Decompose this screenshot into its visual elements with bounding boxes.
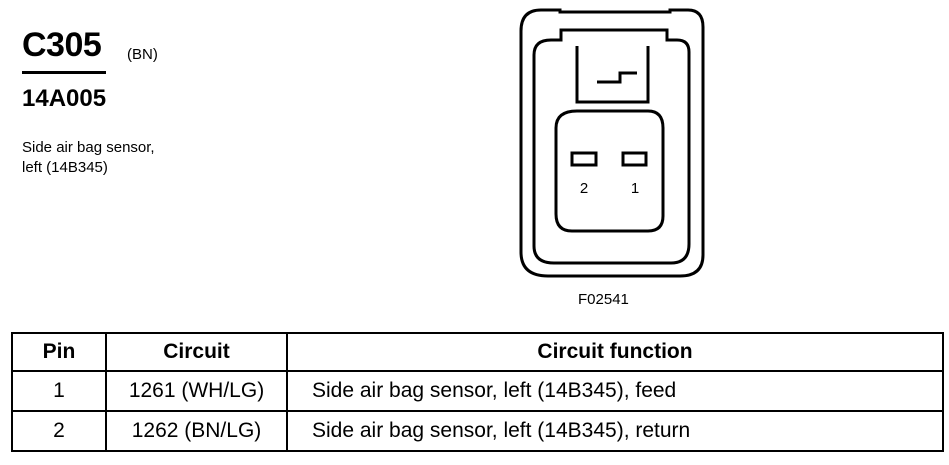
description-line-2: left (14B345) <box>22 159 108 176</box>
header-pin: Pin <box>11 332 107 372</box>
cell-circuit: 1262 (BN/LG) <box>105 410 288 452</box>
description-line-1: Side air bag sensor, <box>22 139 155 156</box>
locking-tab <box>575 46 650 104</box>
cell-circuit: 1261 (WH/LG) <box>105 370 288 412</box>
terminal-body <box>554 109 665 233</box>
cell-pin: 2 <box>11 410 107 452</box>
cell-circuit-function: Side air bag sensor, left (14B345), feed <box>286 370 944 412</box>
cell-pin: 1 <box>11 370 107 412</box>
part-number: 14A005 <box>22 85 107 112</box>
table-row: 2 1262 (BN/LG) Side air bag sensor, left… <box>11 410 944 452</box>
connector-description: Side air bag sensor, left (14B345) <box>22 138 222 178</box>
header-circuit-function: Circuit function <box>286 332 944 372</box>
pin-cavity-1 <box>621 151 648 167</box>
table-header-row: Pin Circuit Circuit function <box>11 332 944 372</box>
pin-label-2: 2 <box>580 180 588 197</box>
connector-color-code: (BN) <box>127 46 158 63</box>
connector-face-diagram: 2 1 <box>519 8 705 278</box>
header-circuit: Circuit <box>105 332 288 372</box>
connector-id: C305 <box>22 26 102 64</box>
pinout-table: Pin Circuit Circuit function 1 1261 (WH/… <box>11 332 944 452</box>
pin-label-1: 1 <box>631 180 639 197</box>
pin-cavity-2 <box>570 151 598 167</box>
connector-outer-housing <box>519 8 705 278</box>
locking-tab-window <box>597 71 637 84</box>
figure-reference: F02541 <box>578 291 629 308</box>
title-underline <box>22 71 106 74</box>
table-row: 1 1261 (WH/LG) Side air bag sensor, left… <box>11 370 944 412</box>
cell-circuit-function: Side air bag sensor, left (14B345), retu… <box>286 410 944 452</box>
connector-inner-wall <box>532 28 691 265</box>
